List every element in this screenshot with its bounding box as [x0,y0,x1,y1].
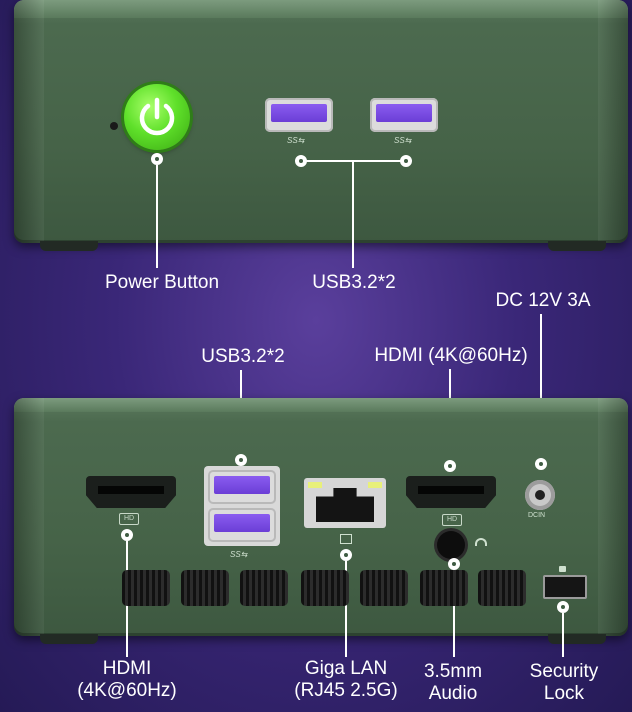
audio-label-line2: Audio [428,683,478,704]
lan-symbol-icon [340,534,352,544]
ss-mark: SS⇆ [394,136,412,145]
lock-icon [559,566,566,572]
usb-port-rear-1[interactable] [208,470,276,504]
device-rear-top-edge [14,398,628,412]
vent [181,570,229,606]
usb-rear-label: USB3.2*2 [201,346,285,367]
foot [40,241,98,251]
vent [420,570,468,606]
hdmi-left-label-line1: HDMI [102,658,152,679]
callout-dot [340,549,352,561]
headphone-icon [475,538,487,546]
lan-led-left [308,482,322,488]
ss-mark: SS⇆ [287,136,305,145]
callout-dot [444,460,456,472]
callout-dot [235,454,247,466]
dcin-text: DCIN [528,512,546,519]
callout-line [352,161,354,268]
usb-port-front-2[interactable] [370,98,438,132]
foot [548,634,606,644]
audio-label-line1: 3.5mm [423,661,483,682]
hd-badge: HD [442,514,462,526]
hdmi-port-left[interactable] [86,476,176,508]
callout-line [540,314,542,460]
dc-in-pin [535,490,545,500]
audio-jack[interactable] [437,531,465,559]
callout-line [453,570,455,657]
device-rear-side-right [598,398,628,636]
callout-line [345,561,347,657]
device-front-side-left [14,0,44,243]
power-button-label: Power Button [104,272,220,293]
lock-label-line2: Lock [543,683,585,704]
ir-sensor [110,122,118,130]
vent [478,570,526,606]
hdmi-left-label-line2: (4K@60Hz) [77,680,177,701]
vent [240,570,288,606]
device-front-top-edge [14,0,628,18]
callout-line [156,165,158,268]
callout-dot [557,601,569,613]
dc-label: DC 12V 3A [495,290,591,311]
power-icon [139,97,175,136]
foot [40,634,98,644]
hdmi-top-label: HDMI (4K@60Hz) [374,345,528,366]
hdmi-port-right[interactable] [406,476,496,508]
usb-port-front-1[interactable] [265,98,333,132]
usb-front-label: USB3.2*2 [312,272,396,293]
callout-dot [448,558,460,570]
security-lock-slot[interactable] [543,575,587,599]
device-front-side-right [598,0,628,243]
lan-label-line2: (RJ45 2.5G) [294,680,398,701]
dc-in-port[interactable] [525,480,555,510]
callout-dot [121,529,133,541]
lan-led-right [368,482,382,488]
callout-dot [400,155,412,167]
power-button[interactable] [124,84,190,150]
callout-dot [151,153,163,165]
callout-dot [535,458,547,470]
lan-socket [316,488,374,522]
foot [548,241,606,251]
vent [301,570,349,606]
lan-port[interactable] [304,478,386,528]
callout-line [562,613,564,657]
device-rear-side-left [14,398,44,636]
lock-label-line1: Security [529,661,599,682]
usb-port-rear-2[interactable] [208,508,276,542]
vent [122,570,170,606]
vent [360,570,408,606]
lan-label-line1: Giga LAN [304,658,388,679]
ss-mark: SS⇆ [230,550,248,559]
hd-badge: HD [119,513,139,525]
device-front [14,0,628,243]
